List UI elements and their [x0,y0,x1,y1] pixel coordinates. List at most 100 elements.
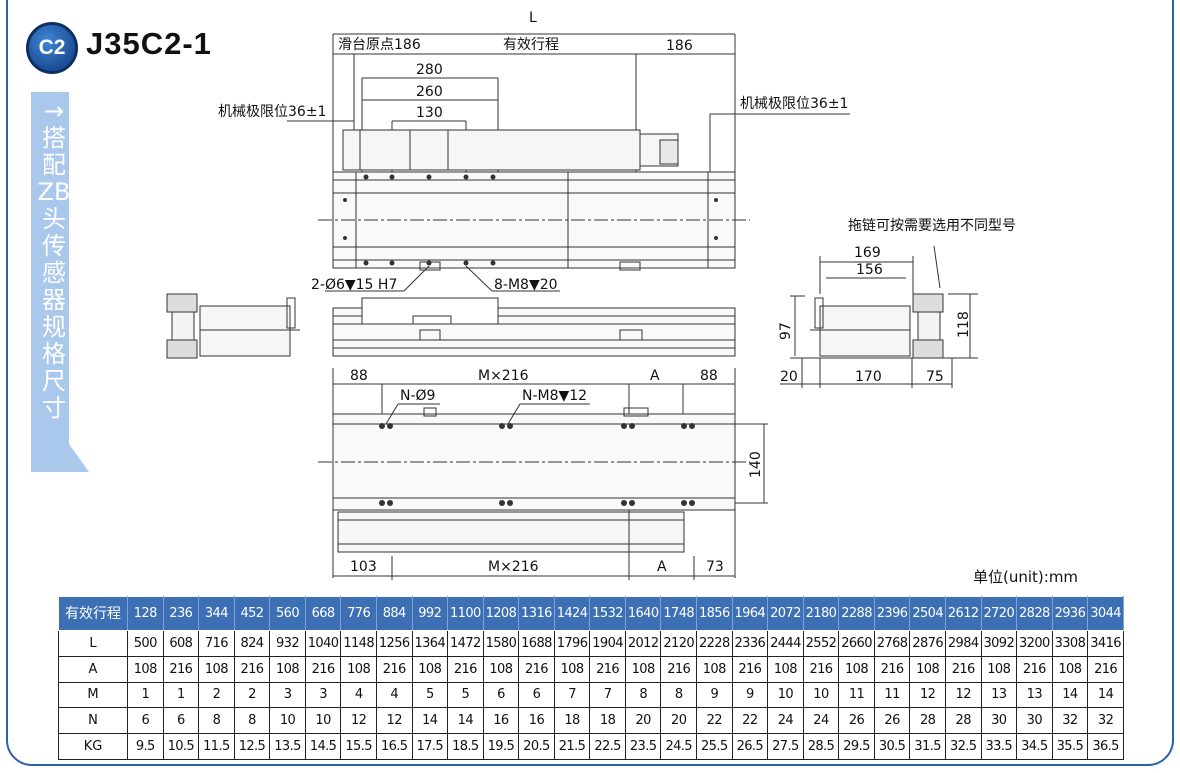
drag-chain-note: 拖链可按需要选用不同型号 [848,218,1016,234]
spec-cell: 9.5 [127,733,164,760]
spec-cell: 216 [233,655,271,683]
spec-cell: 11 [873,681,911,709]
dim-20: 20 [780,369,798,385]
spec-cell: 2444 [767,629,804,657]
spec-cell: 24.5 [660,733,697,760]
dim-97: 97 [778,322,794,340]
dim-280: 280 [416,62,443,78]
dim-140: 140 [748,451,764,478]
spec-cell: 216 [1087,655,1124,683]
spec-cell: 22 [731,707,769,735]
dim-186-right: 186 [666,38,693,54]
spec-cell: 108 [340,655,377,683]
spec-cell: 216 [304,655,342,683]
spec-cell: 2552 [802,629,840,657]
base-thread-label: N-M8▼12 [522,388,587,404]
page-frame [6,0,1174,766]
spec-cell: 7 [553,681,591,709]
dim-169: 169 [854,245,881,261]
spec-cell: 608 [162,629,200,657]
dim-88-left: 88 [350,368,368,384]
spec-cell: 31.5 [909,733,946,760]
series-badge: C2 [26,22,78,74]
spec-cell: 1904 [589,629,626,657]
spec-cell: 20 [660,707,697,735]
spec-cell: 216 [660,655,697,683]
sidebar-caption: →搭配ZB头传感器规格尺寸 [37,97,71,422]
spec-cell: 12 [909,681,946,709]
spec-cell: 1 [127,681,164,709]
spec-cell: 12 [340,707,377,735]
sidebar-ribbon [31,92,89,472]
spec-cell: 3308 [1051,629,1089,657]
spec-cell: 2120 [660,629,697,657]
spec-cell: 2660 [838,629,875,657]
spec-cell: 34.5 [1016,733,1053,760]
spec-cell: 108 [198,655,235,683]
spec-row-label: 有效行程 [58,596,128,631]
spec-cell: 216 [802,655,840,683]
spec-cell: 4 [375,681,413,709]
spec-cell: 216 [518,655,555,683]
spec-cell: 2720 [980,596,1018,631]
spec-row-label: A [58,655,128,683]
spec-cell: 716 [198,629,235,657]
spec-row-label: L [58,629,128,657]
spec-cell: 216 [944,655,982,683]
spec-cell: 32 [1087,707,1124,735]
spec-cell: 13 [980,681,1018,709]
spec-cell: 10.5 [162,733,200,760]
spec-cell: 2012 [624,629,662,657]
spec-cell: 236 [162,596,200,631]
spec-cell: 1964 [731,596,769,631]
spec-cell: 11 [838,681,875,709]
spec-cell: 8 [198,707,235,735]
spec-cell: 2288 [838,596,875,631]
spec-cell: 3200 [1016,629,1053,657]
effective-stroke-label: 有效行程 [503,37,559,53]
bottom-view [318,368,768,580]
spec-cell: 11.5 [198,733,235,760]
spec-cell: 2984 [944,629,982,657]
spec-cell: 32 [1051,707,1089,735]
series-badge-label: C2 [38,36,66,59]
left-end-view [166,293,300,359]
spec-cell: 16 [518,707,555,735]
spec-cell: 20.5 [518,733,555,760]
spec-cell: 4 [340,681,377,709]
spec-cell: 36.5 [1087,733,1124,760]
spec-cell: 884 [375,596,413,631]
dim-103: 103 [350,559,377,575]
spec-cell: 108 [269,655,306,683]
spec-cell: 27.5 [767,733,804,760]
base-hole-label: N-Ø9 [400,388,435,404]
spec-cell: 30 [980,707,1018,735]
spec-cell: 344 [198,596,235,631]
spec-cell: 10 [802,681,840,709]
spec-cell: 216 [162,655,200,683]
pin-hole-label: 2-Ø6▼15 H7 [311,277,397,293]
spec-cell: 8 [233,707,271,735]
spec-cell: 992 [411,596,449,631]
spec-cell: 9 [731,681,769,709]
spec-cell: 932 [269,629,306,657]
spec-cell: 6 [162,707,200,735]
thread-hole-label: 8-M8▼20 [494,277,558,293]
spec-cell: 20 [624,707,662,735]
spec-cell: 14 [411,707,449,735]
spec-cell: 30 [1016,707,1053,735]
dim-mx216-bottom: M×216 [488,559,539,575]
spec-cell: 1856 [696,596,733,631]
spec-cell: 776 [340,596,377,631]
spec-cell: 108 [980,655,1018,683]
spec-cell: 2 [233,681,271,709]
spec-cell: 13 [1016,681,1053,709]
technical-drawing: L 滑台原点186 有效行程 186 280 260 130 机械极限位36±1… [166,10,1016,580]
spec-cell: 216 [1016,655,1053,683]
spec-cell: 35.5 [1051,733,1089,760]
spec-cell: 24 [767,707,804,735]
